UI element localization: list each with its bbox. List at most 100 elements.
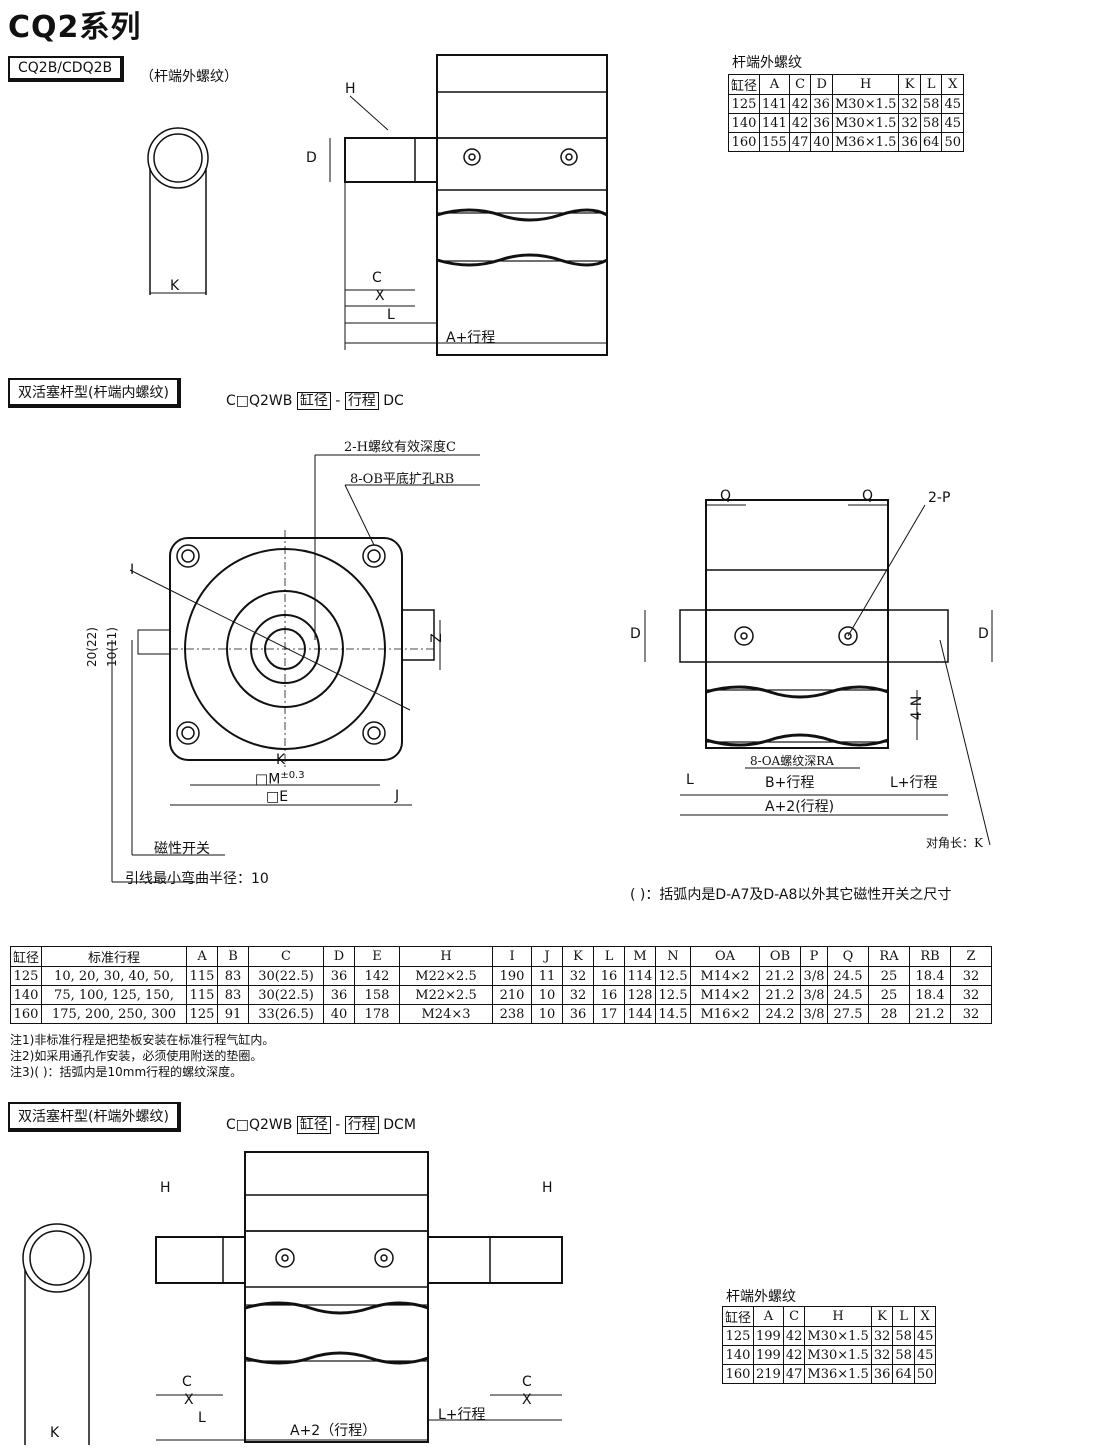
cell: 64 [919,132,943,152]
cell: 11 [531,966,564,986]
cell: 45 [941,113,964,133]
ob-hole-label: 8-OB平底扩孔RB [350,472,455,487]
cell: 3/8 [800,985,829,1005]
cell: 32 [950,1004,993,1024]
h-thread-label: 2-H螺纹有效深度C [344,440,456,455]
dim-l: L [387,307,395,323]
cell: 40 [323,1004,356,1024]
table-row: 160 175, 200, 250, 300 125 91 33(26.5) 4… [9,1004,993,1024]
cell: 16 [593,966,626,986]
cell: 140 [721,1345,755,1365]
th: Q [827,946,870,967]
th: K [898,74,921,95]
cell: 17 [593,1004,626,1024]
dim-h-left: H [160,1180,171,1196]
th: L [919,74,943,95]
cell: 45 [913,1345,937,1365]
dim-m: □M±0.3 [255,770,305,788]
section3-code: C□Q2WB 缸径 - 行程 DCM [226,1114,416,1134]
th: A [186,946,219,967]
table-row: 140 141 42 36 M30×1.5 32 58 45 [727,113,964,133]
code-prefix: C□Q2WB [226,393,293,409]
cell: 219 [753,1364,784,1384]
dim-h: H [345,81,356,97]
cell: 58 [892,1326,915,1346]
bend-radius-label: 引线最小弯曲半径：10 [125,871,269,887]
cell: 125 [721,1326,755,1346]
dim-q1: Q [720,488,732,504]
dim-20: 20(22) [84,627,99,667]
rod-end-inner-circle [153,133,203,183]
cell: 141 [759,94,790,114]
th: X [941,74,964,95]
dim-k-s3: K [50,1425,60,1441]
rod-end-outer-circle [147,127,209,189]
th: L [892,1306,915,1327]
th: J [531,946,564,967]
dim-x-right: X [522,1392,532,1408]
cell: M30×1.5 [831,94,900,114]
cell: 141 [759,113,790,133]
th: L [593,946,626,967]
cell: 32 [898,94,921,114]
section2-code: C□Q2WB 缸径 - 行程 DC [226,390,404,410]
cell: M22×2.5 [399,985,494,1005]
cell: 115 [186,966,219,986]
cell: 42 [788,113,812,133]
cell: 58 [919,113,943,133]
dim-c: C [372,270,382,286]
cell: 32 [870,1326,894,1346]
dim-a2-stroke: A+2(行程) [765,799,835,815]
note-2: 注2)如采用通孔作安装，必须使用附送的垫圈。 [10,1049,263,1063]
model-label-cq2b: CQ2B/CDQ2B [8,56,125,82]
dim-l-s3: L [198,1410,206,1426]
cell: 140 [727,113,761,133]
cell: 32 [562,966,595,986]
cell: 28 [868,1004,911,1024]
table1: 缸径 A C D H K L X 125 141 42 36 M30×1.5 3… [727,74,964,152]
table-row: 140 75, 100, 125, 150, 115 83 30(22.5) 3… [9,985,993,1005]
dim-a-stroke: A+行程 [446,330,496,346]
cell: 42 [782,1326,806,1346]
cell: 47 [782,1364,806,1384]
dim-z: Z [428,633,445,643]
stroke-cell: 75, 100, 125, 150, [41,985,188,1005]
table-row: 140 199 42 M30×1.5 32 58 45 [721,1345,937,1365]
cell: 21.2 [759,966,802,986]
dim-q2: Q [862,488,874,504]
dim-10: 10(11) [104,627,119,667]
notes: 注1)非标准行程是把垫板安装在标准行程气缸内。 注2)如采用通孔作安装，必须使用… [10,1032,274,1080]
cell: 64 [892,1364,915,1384]
dim-j: J [395,788,400,804]
cell: 24.5 [827,966,870,986]
th: N [655,946,692,967]
cell: M30×1.5 [804,1326,872,1346]
page-title: CQ2系列 [8,10,142,45]
th: I [492,946,533,967]
cell: 158 [354,985,401,1005]
section1-subtitle: （杆端外螺纹） [140,69,238,85]
diag-k-label: 对角长：K [926,836,983,850]
table-row: 125 199 42 M30×1.5 32 58 45 [721,1326,937,1346]
dim-e: □E [266,789,289,805]
cell: 24.2 [759,1004,802,1024]
th: OB [759,946,802,967]
cell: 125 [186,1004,219,1024]
th: C [782,1306,806,1327]
code-prefix: C□Q2WB [226,1117,293,1133]
dim-c-right: C [522,1374,532,1390]
th: K [562,946,595,967]
cell: 50 [913,1364,937,1384]
cell: 36 [323,966,356,986]
cell: 115 [186,985,219,1005]
cell: 36 [898,132,921,152]
th: D [810,74,833,95]
oa-label: 8-OA螺纹深RA [750,754,834,768]
cell: 32 [950,985,993,1005]
cell: 238 [492,1004,533,1024]
cell: 25 [868,985,911,1005]
th: C [248,946,325,967]
cell: 42 [782,1345,806,1365]
dim-l-stroke-s3: L+行程 [438,1407,486,1423]
cell: 144 [624,1004,657,1024]
